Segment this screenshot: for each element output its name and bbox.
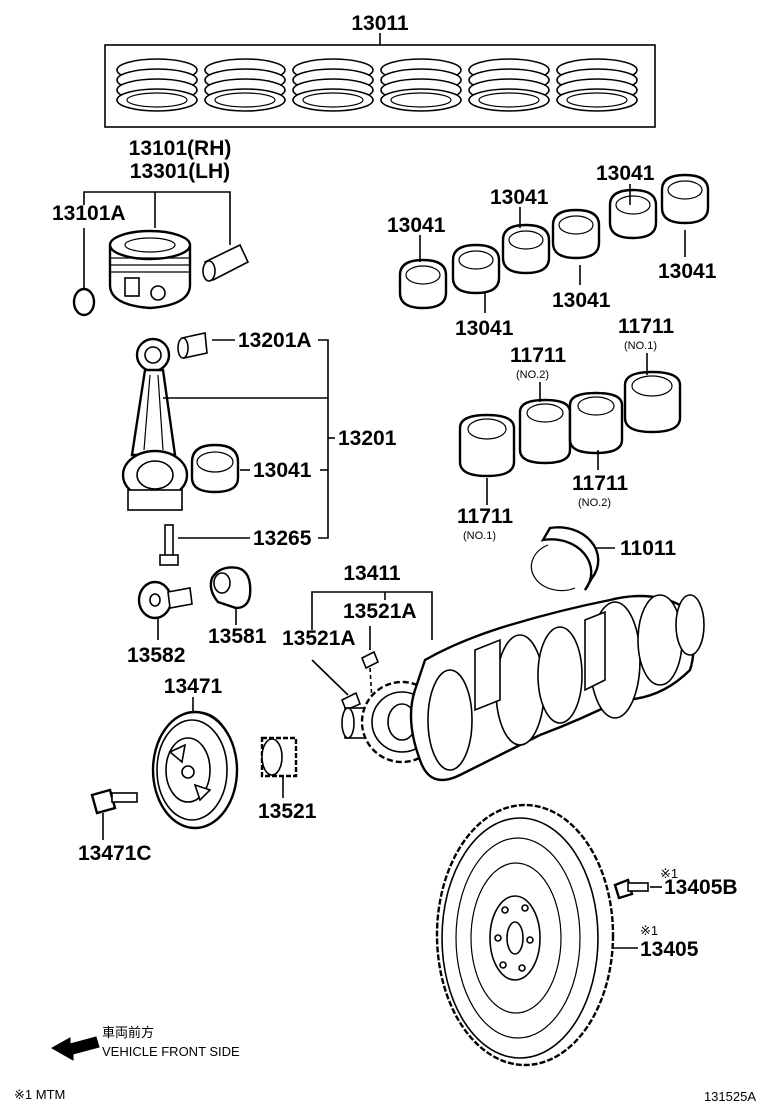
connecting-rod-label: 13201 (338, 427, 397, 450)
thrust-washer-label: 11011 (620, 537, 676, 560)
crankshaft[interactable] (341, 594, 705, 782)
direction-en: VEHICLE FRONT SIDE (102, 1044, 240, 1059)
main-bearing-3-label: 13041 (490, 186, 549, 209)
crank-bearing-a-label: 11711 (618, 315, 674, 338)
crankshaft-label: 13411 (343, 562, 401, 585)
crank-bearing-c-label: 11711 (572, 472, 628, 495)
flywheel-note: ※1 (640, 923, 658, 938)
key-a2-label: 13521A (282, 627, 356, 650)
crank-bearing-d-sub: (NO.1) (463, 530, 496, 542)
piston-ring-set-label: 13011 (351, 12, 409, 35)
rod-bearing[interactable] (190, 443, 240, 494)
main-bearing-6[interactable] (660, 173, 710, 225)
main-bearing-6-label: 13041 (658, 260, 717, 283)
rod-bushing[interactable] (177, 332, 208, 359)
piston-pin[interactable] (202, 243, 250, 282)
flywheel[interactable] (435, 803, 615, 1067)
flywheel-bolt-label: 13405B (664, 876, 738, 899)
rod-bushing-label: 13201A (238, 329, 312, 352)
piston[interactable] (108, 229, 192, 310)
direction-jp: 車両前方 (102, 1025, 154, 1040)
connecting-rod[interactable] (121, 337, 189, 511)
snap-ring-label: 13101A (52, 202, 126, 225)
crank-key-1[interactable] (360, 650, 380, 670)
crank-bearing-1[interactable] (623, 370, 682, 434)
main-bearing-5-label: 13041 (596, 162, 655, 185)
flywheel-label: 13405 (640, 938, 699, 961)
piston-rh-label: 13101(RH) (129, 137, 232, 160)
pulley-bolt-label: 13471C (78, 842, 152, 865)
piston-ring-set[interactable] (104, 33, 656, 128)
washer-label: 13582 (127, 644, 185, 667)
rod-bolt-label: 13265 (253, 527, 312, 550)
thrust-washer[interactable] (530, 526, 600, 592)
crank-key-2[interactable] (340, 691, 362, 712)
crank-bearing-2[interactable] (518, 398, 572, 465)
figure-code: 131525A (704, 1089, 756, 1104)
main-bearing-3[interactable] (501, 223, 551, 275)
vehicle-front-arrow-icon (50, 1036, 100, 1061)
washer[interactable] (137, 580, 193, 620)
main-bearing-1[interactable] (398, 258, 448, 310)
main-bearing-4[interactable] (551, 208, 601, 260)
pulley-bolt[interactable] (90, 788, 138, 815)
main-bearing-2-label: 13041 (455, 317, 514, 340)
key-a1-label: 13521A (343, 600, 417, 623)
crank-bearing-a-sub: (NO.1) (624, 340, 657, 352)
footnote: ※1 MTM (14, 1087, 65, 1102)
crank-bearing-4[interactable] (458, 413, 516, 478)
plate[interactable] (209, 566, 252, 610)
main-bearing-2[interactable] (451, 243, 501, 295)
flywheel-bolt-note: ※1 (660, 866, 678, 881)
crank-bearing-b-label: 11711 (510, 344, 566, 367)
main-bearing-5[interactable] (608, 188, 658, 240)
piston-lh-label: 13301(LH) (130, 160, 230, 183)
plate-label: 13581 (208, 625, 267, 648)
rod-bolt[interactable] (159, 524, 179, 566)
rod-bearing-label: 13041 (253, 459, 312, 482)
snap-ring[interactable] (72, 287, 96, 317)
crank-bearing-3[interactable] (568, 391, 624, 455)
main-bearing-1-label: 13041 (387, 214, 446, 237)
timing-gear-label: 13521 (258, 800, 317, 823)
timing-gear[interactable] (260, 736, 298, 778)
crank-bearing-b-sub: (NO.2) (516, 369, 549, 381)
crank-bearing-c-sub: (NO.2) (578, 497, 611, 509)
pulley-label: 13471 (164, 675, 223, 698)
flywheel-bolt[interactable] (613, 878, 649, 900)
crank-bearing-d-label: 11711 (457, 505, 513, 528)
crank-pulley[interactable] (151, 710, 239, 830)
main-bearing-4-label: 13041 (552, 289, 611, 312)
